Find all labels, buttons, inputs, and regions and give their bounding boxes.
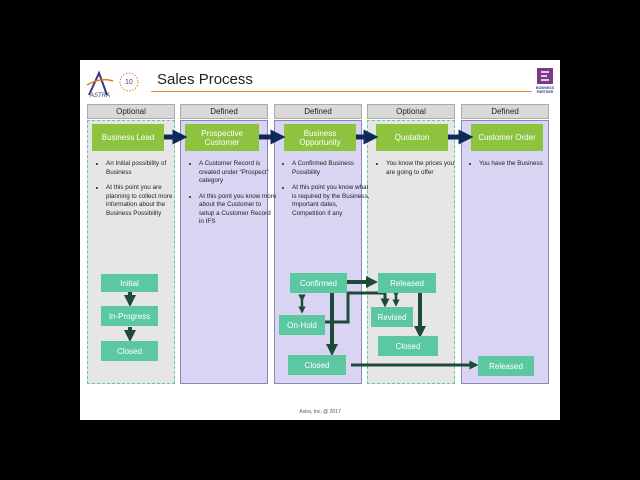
bullets-prospective-customer: A Customer Record is created under “Pros… xyxy=(190,160,277,234)
title-rule xyxy=(151,91,532,92)
stage-business-opportunity: Business Opportunity xyxy=(284,124,356,151)
stage-customer-order: Customer Order xyxy=(471,124,543,151)
column-prospective-customer xyxy=(180,120,268,384)
bullet-item: A Customer Record is created under “Pros… xyxy=(199,160,277,186)
status-lead-closed: Closed xyxy=(101,341,158,361)
bullets-business-opportunity: A Confirmed Business Possibility At this… xyxy=(283,160,370,225)
bullet-item: At this point you know more about the Cu… xyxy=(199,193,277,227)
slide: 10 ASTRA Sales Process BUSINESS PARTNER … xyxy=(80,60,560,420)
status-quote-revised: Revised xyxy=(371,307,413,327)
bullet-item: At this point you know what is required … xyxy=(292,184,370,218)
column-header-4: Optional xyxy=(367,104,455,119)
stage-business-lead: Business Lead xyxy=(92,124,164,151)
bullet-item: An Initial possibility of Business xyxy=(106,160,184,177)
bullet-item: You know the prices you are going to off… xyxy=(386,160,464,177)
bullet-item: A Confirmed Business Possibility xyxy=(292,160,370,177)
bullets-business-lead: An Initial possibility of Business At th… xyxy=(97,160,184,225)
status-lead-inprogress: In-Progress xyxy=(101,306,158,326)
status-quote-closed: Closed xyxy=(378,336,438,356)
column-header-1: Optional xyxy=(87,104,175,119)
logo-text: ASTRA xyxy=(90,93,111,99)
status-order-released: Released xyxy=(478,356,534,376)
arrow-onhold-to-confirmed xyxy=(325,291,390,324)
status-quote-released: Released xyxy=(378,273,436,293)
svg-text:10: 10 xyxy=(125,79,133,86)
bullets-customer-order: You have the Business xyxy=(470,160,557,176)
status-opp-confirmed: Confirmed xyxy=(290,273,347,293)
column-customer-order xyxy=(461,120,549,384)
footer-copyright: Astra, Inc. @ 2017 xyxy=(299,409,341,415)
page-title: Sales Process xyxy=(157,71,253,88)
bullet-item: You have the Business xyxy=(479,160,557,169)
column-header-2: Defined xyxy=(180,104,268,119)
column-header-5: Defined xyxy=(461,104,549,119)
status-opp-onhold: On-Hold xyxy=(279,315,325,335)
astra-logo-icon: 10 xyxy=(86,70,139,96)
stage-quotation: Quotation xyxy=(376,124,448,151)
bullets-quotation: You know the prices you are going to off… xyxy=(377,160,464,184)
status-lead-initial: Initial xyxy=(101,274,158,292)
column-business-opportunity xyxy=(274,120,362,384)
stage-prospective-customer: Prospective Customer xyxy=(185,124,259,151)
status-opp-closed: Closed xyxy=(288,355,346,375)
column-header-3: Defined xyxy=(274,104,362,119)
partner-badge-text: BUSINESS PARTNER xyxy=(536,86,554,94)
bullet-item: At this point you are planning to collec… xyxy=(106,184,184,218)
flow-arrows xyxy=(124,129,479,370)
partner-badge-icon xyxy=(537,68,553,84)
